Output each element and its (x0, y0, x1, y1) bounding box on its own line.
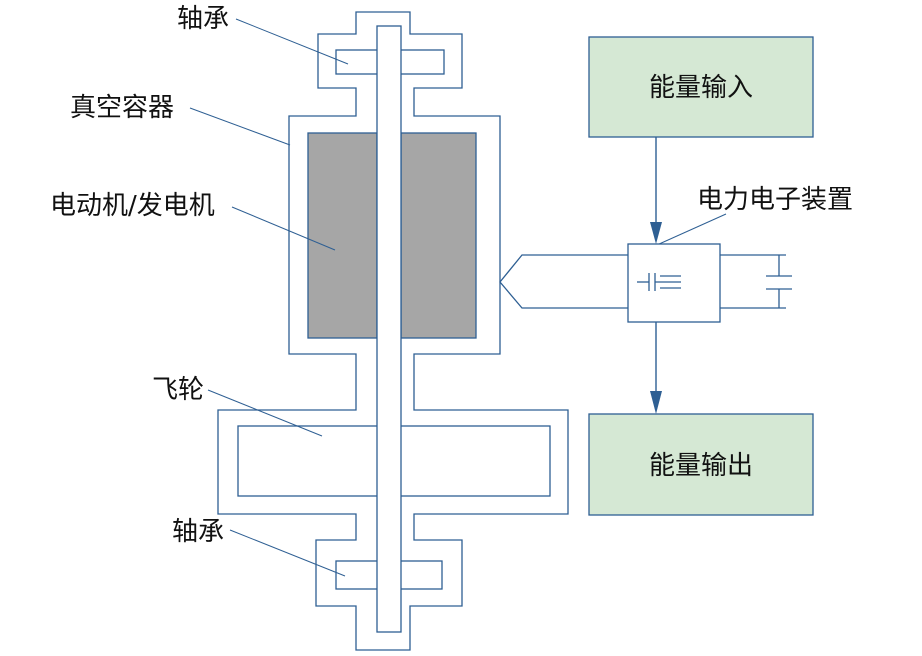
leader-bearing-bottom (229, 529, 346, 577)
wire-dc-side (720, 254, 792, 309)
arrow-input-head (650, 222, 662, 244)
label-bearing-bottom: 轴承 (172, 517, 224, 547)
energy-input-box (588, 36, 814, 138)
shaft (376, 25, 402, 633)
leader-vacuum-container (189, 107, 291, 146)
leader-bearing-top (235, 18, 349, 65)
wire-to-converter (499, 254, 628, 309)
arrow-output-head (650, 391, 662, 414)
leader-flywheel (207, 389, 323, 437)
energy-input-label: 能量输入 (649, 73, 753, 103)
housing-outline (217, 11, 569, 651)
converter-symbol-icon (637, 273, 681, 291)
label-bearing-top: 轴承 (177, 4, 229, 34)
energy-output-label: 能量输出 (649, 451, 753, 481)
label-motor-generator: 电动机/发电机 (50, 191, 215, 221)
leader-motor-generator (231, 206, 336, 251)
label-flywheel: 飞轮 (152, 375, 204, 405)
motor-block-right (400, 132, 477, 339)
label-power-electronics: 电力电子装置 (697, 185, 853, 215)
motor-block-left (307, 132, 378, 339)
converter-box (627, 243, 721, 323)
energy-output-box (588, 413, 814, 516)
label-vacuum-container: 真空容器 (70, 93, 174, 123)
